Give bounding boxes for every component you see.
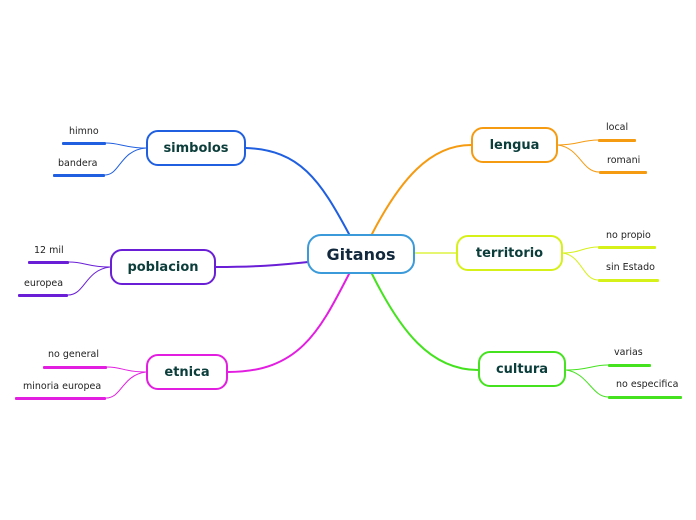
leaf-underline xyxy=(608,396,682,399)
leaf-europea[interactable]: europea xyxy=(24,278,64,289)
leaf-underline xyxy=(598,279,659,282)
connector-leaf xyxy=(106,366,147,373)
topic-simbolos[interactable]: simbolos xyxy=(146,130,246,166)
leaf-underline xyxy=(62,142,106,145)
central-topic[interactable]: Gitanos xyxy=(307,234,415,274)
topic-cultura[interactable]: cultura xyxy=(478,351,566,387)
leaf-underline xyxy=(598,139,636,142)
leaf-bandera[interactable]: bandera xyxy=(58,158,98,169)
leaf-underline xyxy=(43,366,107,369)
connector-leaf xyxy=(105,371,147,399)
leaf-underline xyxy=(18,294,68,297)
connector-leaf xyxy=(562,252,599,281)
leaf-varias[interactable]: varias xyxy=(614,347,643,358)
leaf-underline xyxy=(608,364,651,367)
leaf-romani[interactable]: romani xyxy=(607,155,641,166)
connector-etnica xyxy=(227,273,350,373)
connector-simbolos xyxy=(245,147,350,235)
leaf-underline xyxy=(53,174,105,177)
leaf-12-mil[interactable]: 12 mil xyxy=(34,245,64,256)
connector-leaf xyxy=(105,142,147,149)
leaf-underline xyxy=(599,171,647,174)
leaf-minoria-europea[interactable]: minoria europea xyxy=(23,381,102,392)
leaf-local[interactable]: local xyxy=(606,122,629,133)
topic-lengua[interactable]: lengua xyxy=(471,127,558,163)
connector-cultura xyxy=(371,273,479,371)
connector-poblacion xyxy=(215,261,309,268)
leaf-underline xyxy=(598,246,656,249)
leaf-no-propio[interactable]: no propio xyxy=(606,230,651,241)
connector-leaf xyxy=(562,246,599,254)
leaf-no-general[interactable]: no general xyxy=(48,349,99,360)
topic-poblacion[interactable]: poblacion xyxy=(110,249,216,285)
leaf-underline xyxy=(28,261,69,264)
connector-lengua xyxy=(371,144,472,235)
connector-leaf xyxy=(557,144,600,173)
leaf-sin-estado[interactable]: sin Estado xyxy=(606,262,655,273)
connector-leaf xyxy=(557,139,599,146)
connector-leaf xyxy=(565,369,609,398)
leaf-underline xyxy=(15,397,106,400)
connector-leaf xyxy=(67,266,111,296)
connector-leaf xyxy=(565,364,609,371)
leaf-himno[interactable]: himno xyxy=(69,126,99,137)
topic-territorio[interactable]: territorio xyxy=(456,235,563,271)
topic-etnica[interactable]: etnica xyxy=(146,354,228,390)
connector-leaf xyxy=(68,261,111,268)
connector-leaf xyxy=(104,147,147,176)
leaf-no-especifica[interactable]: no especifica xyxy=(616,379,679,390)
